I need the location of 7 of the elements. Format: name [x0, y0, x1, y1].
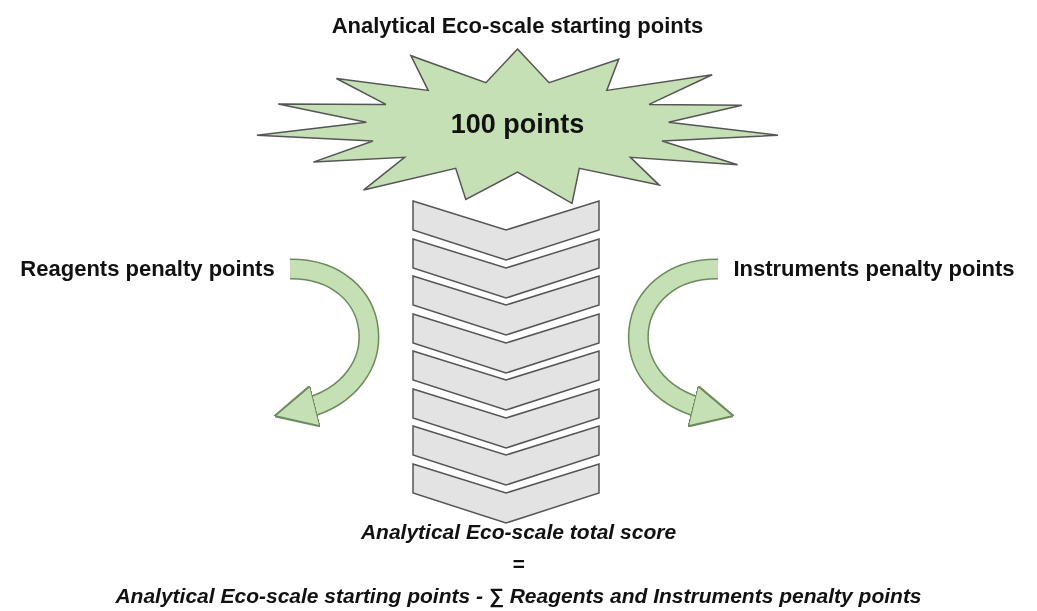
formula-text: Analytical Eco-scale starting points - ∑ Reagents and Instruments penalty points — [115, 584, 922, 607]
penalty-label: Reagents penalty points — [19, 255, 276, 283]
penalty-label: Instruments penalty points — [732, 255, 1016, 283]
heading-text: Analytical Eco-scale starting points — [330, 13, 705, 39]
formula-text: Analytical Eco-scale total score — [360, 520, 677, 543]
formula-text: = — [512, 552, 525, 575]
node-text: 100 points — [449, 109, 586, 140]
